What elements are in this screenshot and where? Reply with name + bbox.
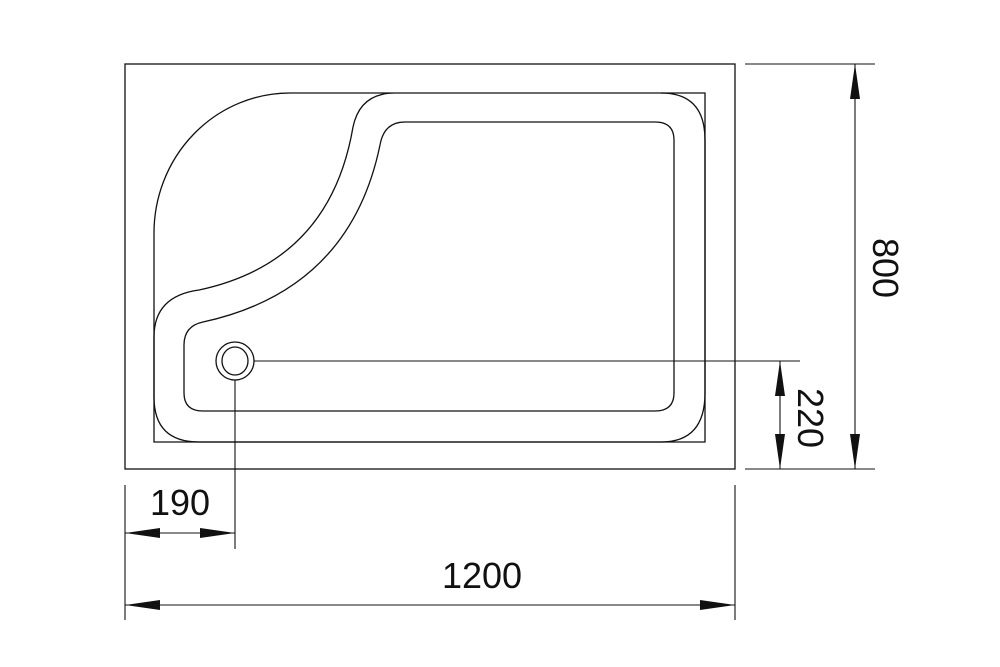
arrow-head [775,361,785,396]
dimension-width: 800 [745,63,906,470]
tray-frame [153,92,706,443]
arrow-head [850,64,860,99]
arrow-head [775,434,785,469]
arrow-head [700,600,735,610]
dimension-drain-y: 220 [254,360,831,469]
dimension-drain-x: 190 [124,380,236,620]
dim-label-190: 190 [150,482,210,523]
arrow-head [200,528,235,538]
dim-label-220: 220 [790,388,831,448]
dim-label-1200: 1200 [442,555,522,596]
tray-outline [124,63,736,470]
tray-rim [153,92,706,443]
arrow-head [850,434,860,469]
dim-label-800: 800 [865,238,906,298]
arrow-head [125,528,160,538]
drain-inner [221,346,249,376]
dimension-length: 1200 [125,485,736,620]
tray-basin [183,121,675,412]
arrow-head [125,600,160,610]
